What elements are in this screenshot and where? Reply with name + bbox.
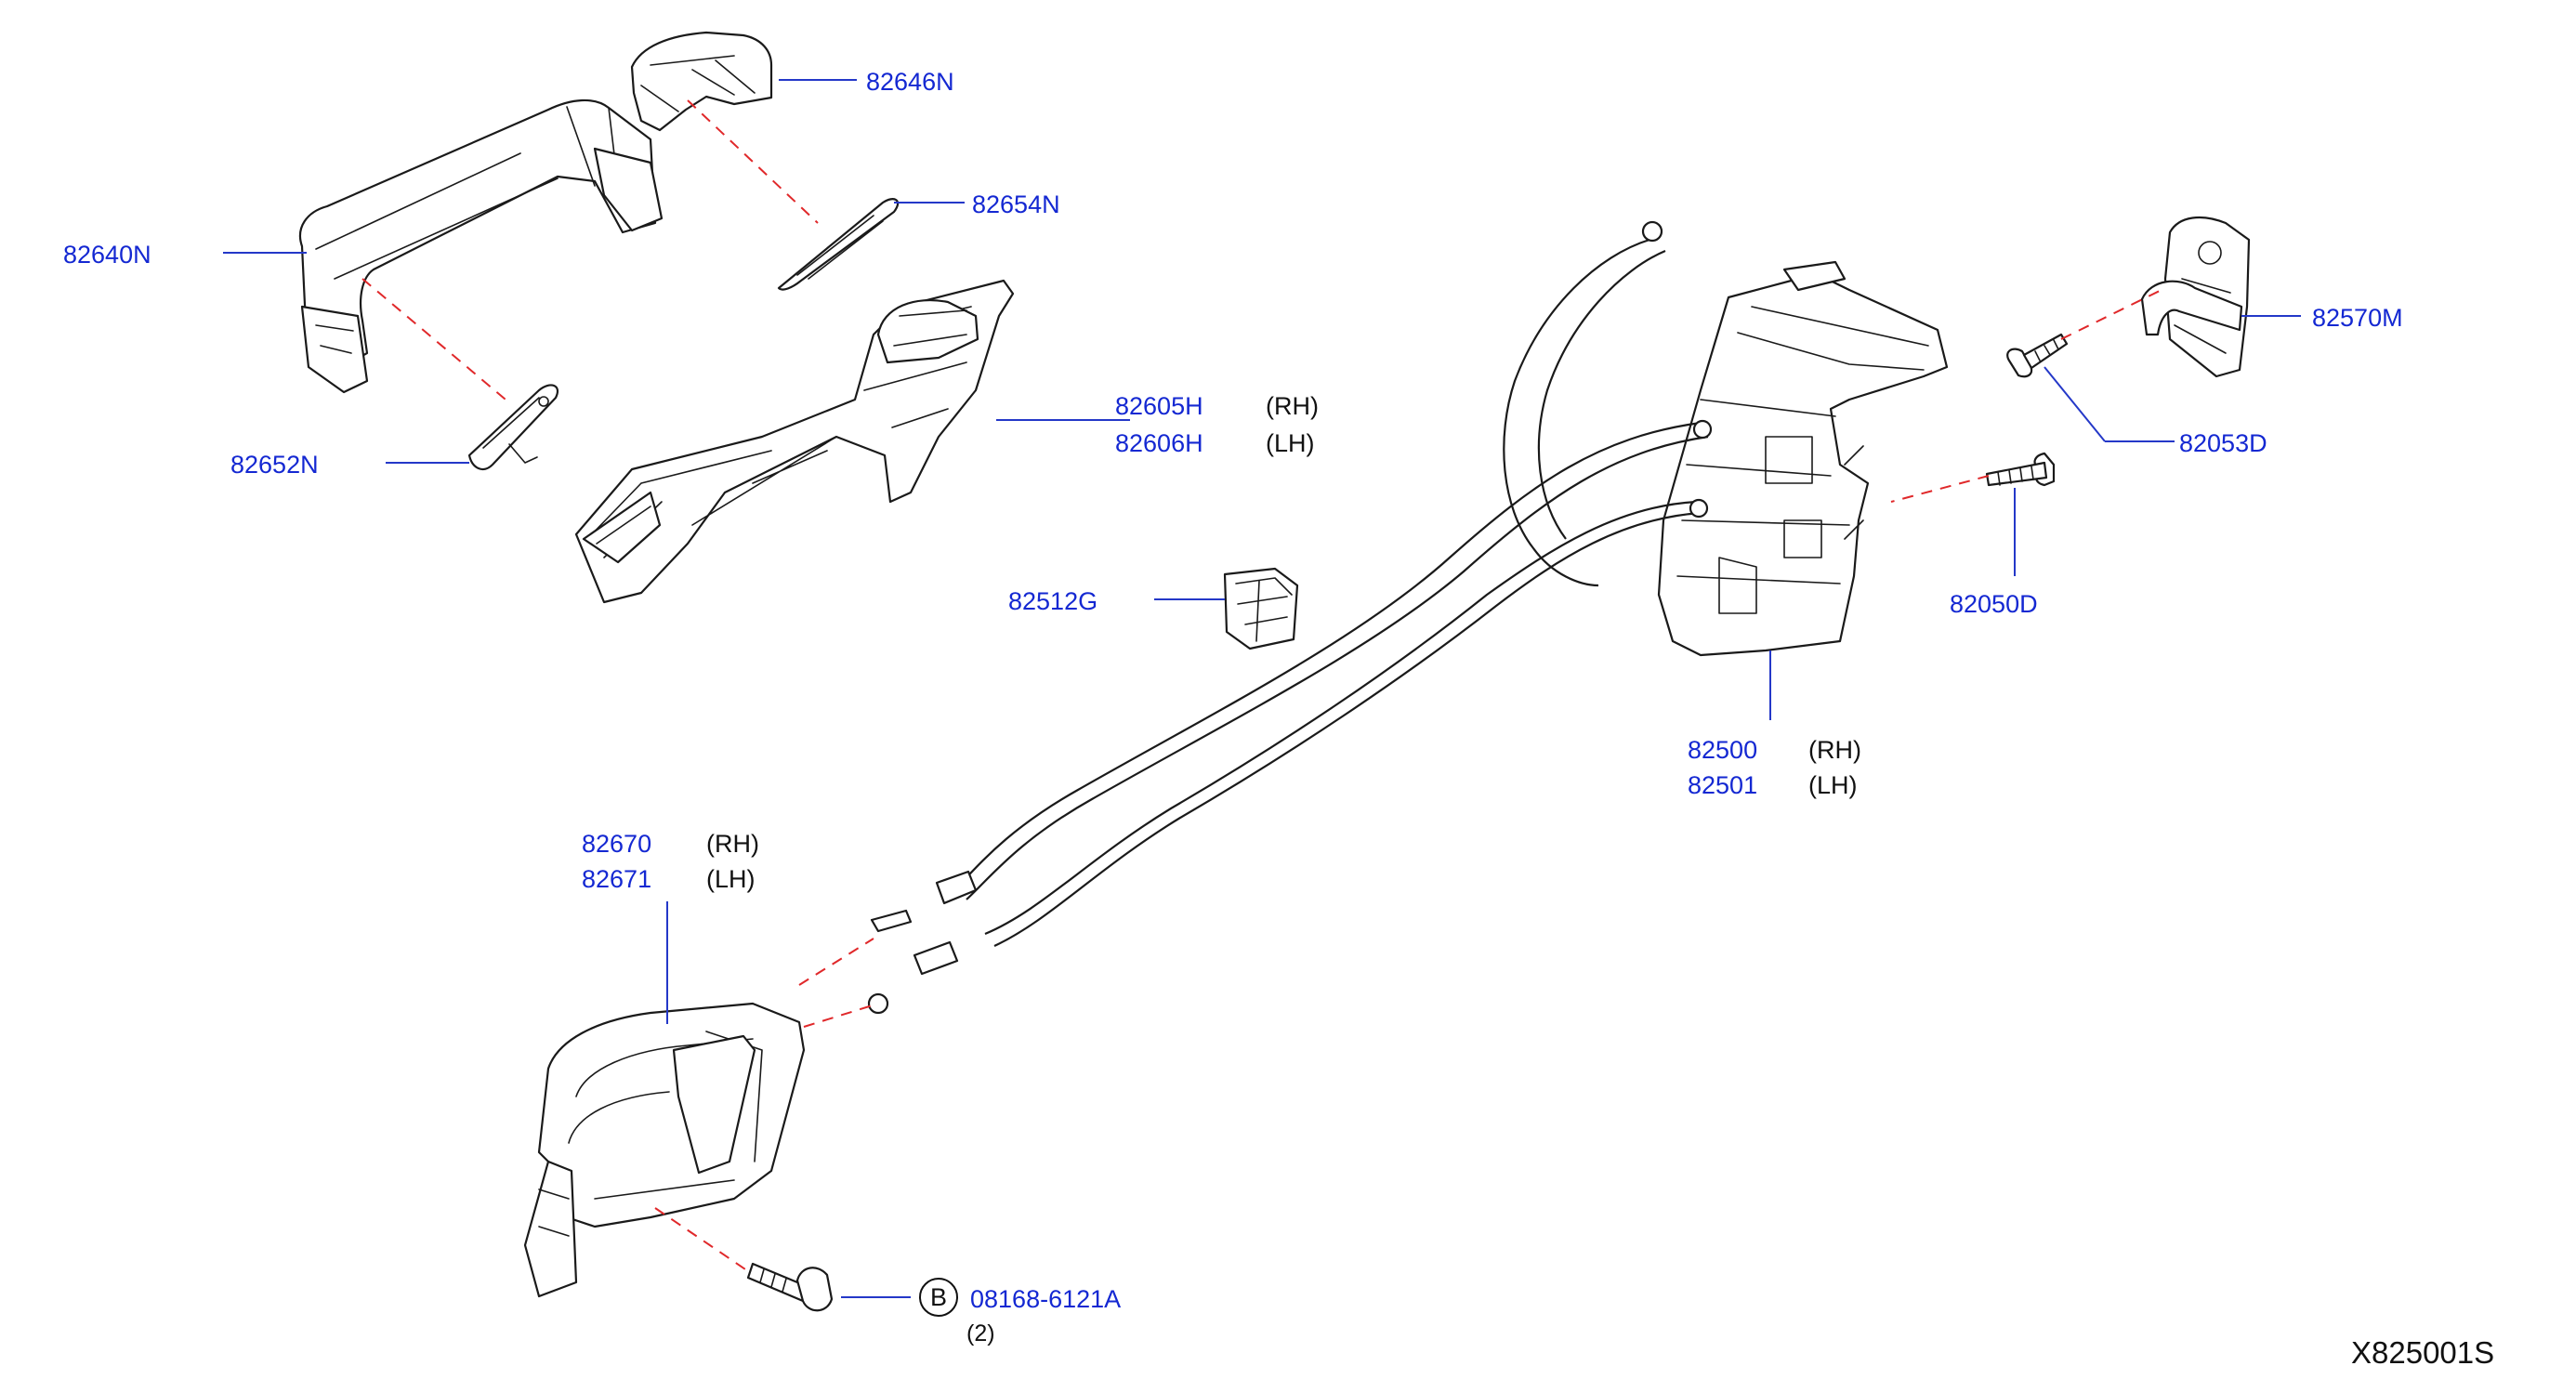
callout-82501: 82501 xyxy=(1688,771,1757,799)
outside-handle-82640N xyxy=(298,98,664,394)
bolt-quantity: (2) xyxy=(966,1320,995,1346)
callout-82606H: 82606H xyxy=(1115,429,1203,457)
latch-assembly-82500 xyxy=(1503,220,1949,657)
inside-handle-82670 xyxy=(523,1002,806,1298)
callout-82050D: 82050D xyxy=(1950,590,2038,618)
callout-82646N: 82646N xyxy=(866,68,954,96)
handle-cap-82646N xyxy=(630,31,773,132)
leader-lines xyxy=(223,79,2301,1298)
gasket-82652N xyxy=(467,384,559,471)
callout-82053D: 82053D xyxy=(2179,429,2267,457)
assembly-dash-lines xyxy=(361,99,2166,1272)
callout-82512G: 82512G xyxy=(1008,587,1097,615)
callout-82640N: 82640N xyxy=(63,241,151,269)
callout-82671: 82671 xyxy=(582,865,651,893)
callout-82605H-side: (RH) xyxy=(1266,392,1319,420)
callout-82605H: 82605H xyxy=(1115,392,1203,420)
callout-82652N: 82652N xyxy=(230,451,319,479)
screw-82053D xyxy=(2006,333,2069,378)
screw-82050D xyxy=(1985,452,2056,487)
callout-82606H-side: (LH) xyxy=(1266,429,1315,457)
handle-bracket-82605H xyxy=(574,279,1015,604)
bolt-08168-6121A xyxy=(746,1262,834,1312)
callout-82500-side: (RH) xyxy=(1808,736,1861,764)
diagram-code: X825001S xyxy=(2351,1335,2494,1370)
callout-82501-side: (LH) xyxy=(1808,771,1858,799)
callout-82570M: 82570M xyxy=(2312,304,2403,332)
callout-82670-side: (RH) xyxy=(706,830,759,858)
clip-82512G xyxy=(1223,567,1299,650)
callout-82671-side: (LH) xyxy=(706,865,756,893)
callout-82654N: 82654N xyxy=(972,190,1060,218)
control-cables xyxy=(867,419,1713,1015)
bolt-marker-circle xyxy=(919,1278,958,1317)
callout-08168-6121A: 08168-6121A xyxy=(970,1285,1121,1313)
callout-82500: 82500 xyxy=(1688,736,1757,764)
bolt-marker-letter: B xyxy=(930,1283,947,1311)
callout-82670: 82670 xyxy=(582,830,651,858)
striker-82570M xyxy=(2140,217,2251,378)
gasket-82654N xyxy=(777,198,900,291)
